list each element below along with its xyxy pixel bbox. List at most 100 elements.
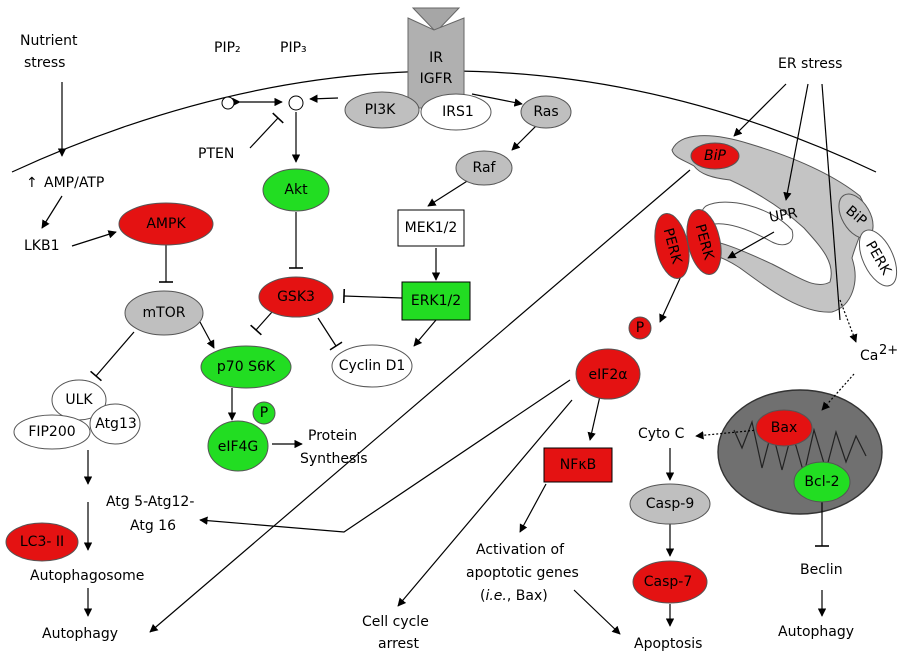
node-mek-shape (397, 209, 465, 247)
node-bax-shape (755, 409, 813, 447)
node-erk: ERK1/2 (411, 293, 461, 309)
edge-perk-eif2a (659, 273, 683, 323)
node-raf: Raf (473, 160, 497, 176)
edge-raf-mek (427, 177, 473, 207)
node-pi3k-shape (344, 91, 420, 129)
edge-mtor-ulk (90, 331, 135, 382)
node-eif2a: eIF2α (589, 367, 628, 383)
edge-erstress-ca (821, 83, 841, 321)
label-pten: PTEN (198, 146, 234, 162)
edge-ca-bax (821, 373, 855, 411)
node-ras-shape (520, 95, 572, 129)
edge-erstress-bip (733, 83, 787, 137)
node-irs1: IRS1 (442, 104, 474, 120)
node-ampk: AMPK (146, 216, 186, 232)
node-lc3-shape (5, 522, 79, 562)
node-cyclin-shape (331, 344, 413, 388)
edge-nfkb-activation (519, 483, 547, 533)
label-upr: UPR (768, 205, 799, 226)
node-eif4g: eIF4G (218, 439, 259, 455)
edge-eif2a-atg (199, 379, 571, 533)
node-p1: P (260, 405, 268, 421)
edge-bip-autophagy (149, 169, 691, 633)
node-p1-shape (252, 401, 276, 425)
node-casp9-shape (629, 483, 711, 525)
label-activation-1: Activation of (476, 542, 565, 558)
edge-pten-inhibit (249, 112, 284, 149)
label-amp-atp: AMP/ATP (44, 175, 104, 191)
edge-gsk3-cyclin (317, 317, 343, 351)
node-igfr: IGFR (420, 71, 453, 87)
label-pip2: PIP₂ (214, 40, 241, 56)
node-casp9: Casp-9 (646, 496, 695, 512)
label-autophagy-right: Autophagy (778, 624, 854, 640)
node-bip1: BiP (704, 148, 726, 164)
node-lc3: LC3- II (20, 534, 64, 550)
node-eif4g-shape (207, 420, 269, 472)
edge-ras-raf (511, 125, 537, 151)
node-gsk3: GSK3 (277, 289, 315, 305)
edge-ampatp-lkb1 (41, 195, 63, 229)
node-p70: p70 S6K (217, 359, 276, 375)
label-stress: stress (24, 55, 65, 71)
label-er-stress: ER stress (778, 56, 842, 72)
node-bcl2: Bcl-2 (804, 474, 839, 490)
node-nfkb-shape (543, 447, 613, 483)
label-ca-sup: 2+ (879, 343, 898, 358)
mitochondrion (717, 389, 883, 515)
node-atg13: Atg13 (95, 416, 137, 432)
node-casp7-shape (632, 560, 708, 604)
receptor-ligand-wedge (411, 7, 461, 33)
label-cyto-c: Cyto C (638, 426, 685, 442)
node-eif2a-shape (575, 348, 641, 400)
label-activation-2: apoptotic genes (466, 565, 579, 581)
node-nfkb: NFκB (560, 457, 596, 473)
node-mek: MEK1/2 (405, 220, 458, 236)
node-bcl2-shape (793, 461, 851, 503)
node-mtor-shape (124, 290, 204, 336)
node-raf-shape (455, 150, 513, 186)
edge-mtor-p70 (199, 321, 215, 349)
edge-eif2a-nfkb (587, 395, 601, 441)
node-fip200-shape (13, 414, 91, 450)
node-bip1-shape (690, 142, 740, 170)
node-p70-shape (200, 345, 292, 389)
label-lkb1: LKB1 (24, 238, 60, 254)
label-ca: Ca (860, 348, 878, 364)
edge-gsk3-p70 (250, 311, 273, 336)
edge-er-ca (839, 299, 858, 343)
label-autophagosome: Autophagosome (30, 568, 144, 584)
pip3-circle (288, 95, 304, 111)
node-irs1-shape (420, 93, 492, 131)
receptor-body (407, 17, 465, 109)
pip2-circle (221, 96, 235, 110)
node-akt: Akt (284, 182, 308, 198)
node-pi3k: PI3K (365, 102, 396, 118)
node-fip200: FIP200 (28, 424, 75, 440)
node-p2-shape (628, 316, 652, 340)
node-akt-shape (262, 168, 330, 212)
label-protein: Protein (308, 428, 357, 444)
node-gsk3-shape (258, 276, 334, 318)
edge-irs1-ras (471, 93, 523, 107)
edge-lkb1-ampk (71, 230, 117, 247)
edge-upr-perk (727, 231, 775, 259)
edge-pi3k-pip3 (309, 94, 339, 103)
node-casp7: Casp-7 (644, 574, 693, 590)
label-atg-complex-1: Atg 5-Atg12- (106, 494, 194, 510)
label-activation-3: (i.e., Bax) (480, 588, 548, 604)
edge-erk-cyclin (413, 319, 437, 347)
edge-eif2a-cellcycle (397, 399, 573, 607)
node-ampk-shape (118, 202, 214, 246)
node-perk2-shape (686, 209, 722, 275)
label-cell-cycle: Cell cycle (362, 614, 429, 630)
edge-activation-apoptosis (573, 589, 621, 635)
node-atg13-shape (89, 403, 141, 445)
label-arrest: arrest (378, 636, 419, 652)
label-nutrient: Nutrient (20, 33, 78, 49)
node-p2: P (636, 320, 644, 336)
node-ulk: ULK (65, 392, 93, 408)
label-autophagy-left: Autophagy (42, 626, 118, 642)
